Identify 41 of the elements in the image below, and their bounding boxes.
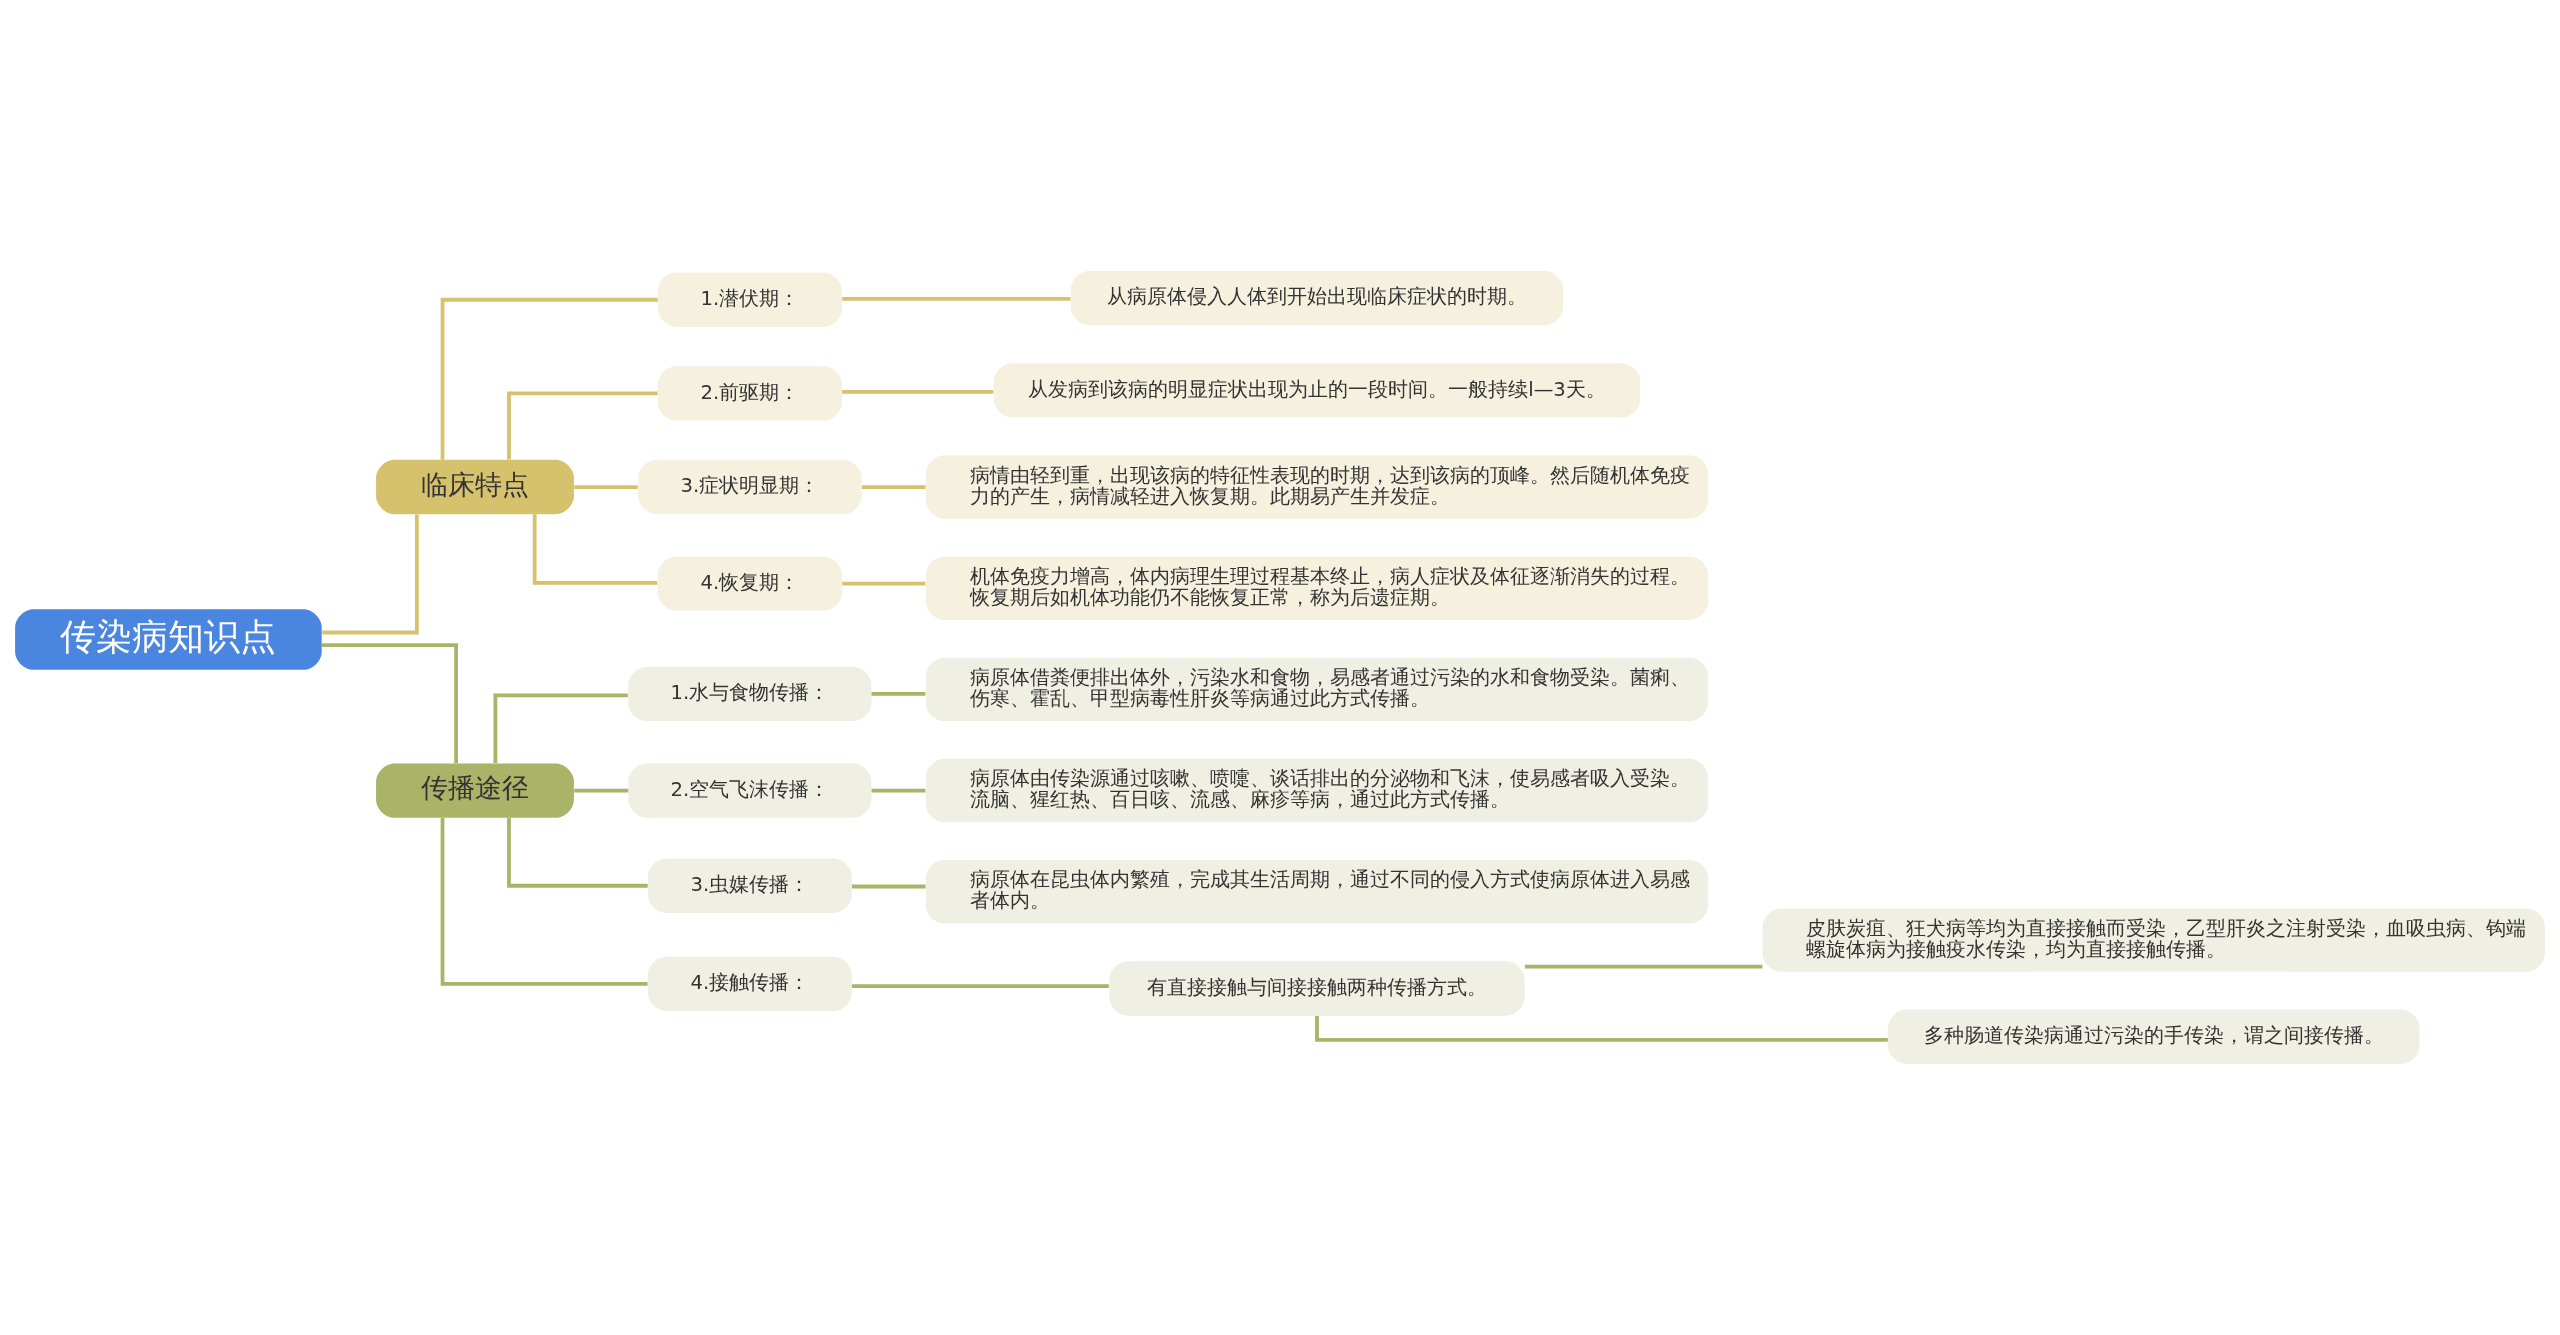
connector — [507, 391, 658, 460]
connector — [574, 485, 638, 489]
connector — [574, 788, 629, 793]
connector — [861, 485, 926, 489]
node-box: 病情由轻到重，出现该病的特征性表现的时期，达到该病的顶峰。然后随机体免疫力的产生，病情减轻进入恢复期。此期易产生并发症。 — [925, 455, 1709, 519]
connector — [871, 788, 926, 793]
node-box: 3.症状明显期： — [638, 459, 862, 515]
node-box: 2.空气飞沫传播： — [628, 763, 872, 818]
connector — [1524, 964, 1763, 969]
connector — [842, 390, 994, 394]
connector — [493, 693, 628, 764]
node-box: 病原体在昆虫体内繁殖，完成其生活周期，通过不同的侵入方式使病原体进入易感者体内。 — [925, 860, 1709, 924]
connector — [507, 818, 648, 888]
connector — [842, 581, 926, 586]
node-box: 传播途径 — [376, 763, 574, 818]
connector — [851, 984, 1109, 989]
node-box: 传染病知识点 — [15, 609, 322, 670]
node-box: 皮肤炭疽、狂犬病等均为直接接触而受染，乙型肝炎之注射受染，血吸虫病、钩端螺旋体病为接触疫水传染，均为直接接触传播。 — [1762, 908, 2545, 972]
node-box: 临床特点 — [376, 459, 574, 515]
connector — [871, 692, 926, 696]
node-box: 3.虫媒传播： — [647, 858, 852, 913]
node-box: 多种肠道传染病通过污染的手传染，谓之间接传播。 — [1887, 1009, 2420, 1064]
node-box: 4.接触传播： — [647, 956, 852, 1012]
node-box: 4.恢复期： — [657, 556, 842, 611]
node-box: 1.潜伏期： — [657, 272, 842, 327]
node-box: 2.前驱期： — [657, 366, 842, 421]
node-box: 病原体借粪便排出体外，污染水和食物，易感者通过污染的水和食物受染。菌痢、伤寒、霍乱、甲型病毒性肝炎等病通过此方式传播。 — [925, 657, 1709, 722]
connector — [440, 297, 658, 460]
node-box: 1.水与食物传播： — [628, 666, 872, 722]
connector — [851, 884, 926, 889]
node-box: 从病原体侵入人体到开始出现临床症状的时期。 — [1070, 271, 1564, 326]
connector — [1315, 1015, 1888, 1042]
node-box: 病原体由传染源通过咳嗽、喷嚏、谈话排出的分泌物和飞沫，使易感者吸入受染。流脑、猩红热、百日咳、流感、麻疹等病，通过此方式传播。 — [925, 758, 1709, 823]
connector — [842, 297, 1071, 301]
node-box: 有直接接触与间接接触两种传播方式。 — [1109, 961, 1525, 1016]
connector — [321, 643, 458, 764]
connector — [440, 817, 648, 986]
node-box: 机体免疫力增高，体内病理生理过程基本终止，病人症状及体征逐渐消失的过程。恢复期后如机体功能仍不能恢复正常，称为后遗症期。 — [925, 556, 1709, 620]
connector — [322, 514, 419, 635]
connector — [532, 514, 658, 585]
node-box: 从发病到该病的明显症状出现为止的一段时间。一般持续l—3天。 — [993, 363, 1641, 418]
